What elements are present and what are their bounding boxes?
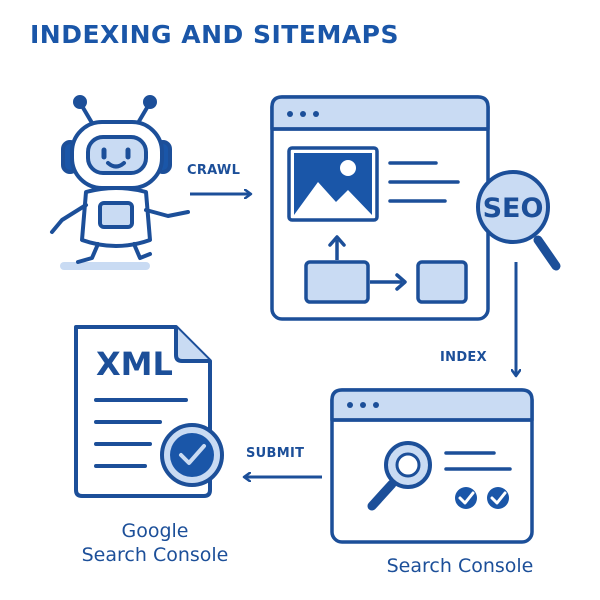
sitemap-caption-line1: Google (121, 520, 189, 542)
xml-text: XML (96, 345, 173, 383)
sitemap-caption-line2: Search Console (81, 544, 229, 566)
seo-magnifier-icon: SEO (476, 170, 561, 271)
page-title: INDEXING AND SITEMAPS (30, 20, 399, 49)
submit-label: SUBMIT (246, 446, 305, 461)
search-console-window-icon (330, 388, 534, 544)
webpage-icon (270, 95, 490, 321)
crawl-label: CRAWL (187, 163, 241, 178)
seo-text: SEO (483, 193, 544, 224)
robot-icon (50, 95, 190, 270)
index-label: INDEX (440, 350, 487, 365)
console-caption: Search Console (386, 555, 534, 577)
sitemap-caption: Google Search Console (40, 519, 270, 567)
check-badge-icon (160, 423, 224, 487)
